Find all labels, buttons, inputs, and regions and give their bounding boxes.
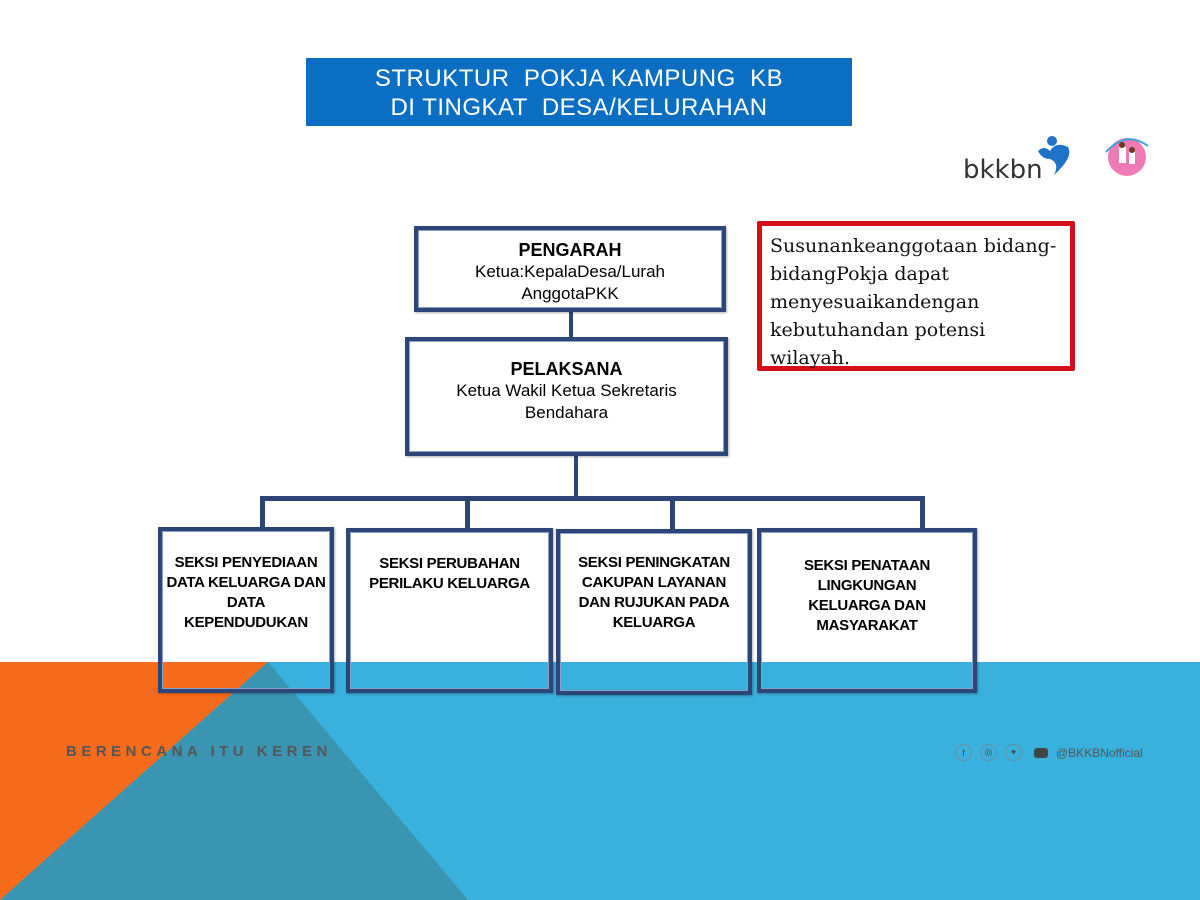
title-line-1: STRUKTUR POKJA KAMPUNG KB [374, 65, 784, 92]
connector-line [465, 496, 470, 530]
connector-line [574, 454, 578, 498]
social-links: f ◎ ✦ @BKKBNofficial [955, 744, 1143, 761]
pengarah-line-2: AnggotaPKK [521, 284, 619, 303]
social-handle[interactable]: @BKKBNofficial [1056, 745, 1143, 760]
stunting-badge-logo [1105, 138, 1149, 176]
connector-line [670, 496, 675, 530]
pengarah-line-1: Ketua:KepalaDesa/Lurah [475, 262, 665, 281]
pelaksana-line-1: Ketua Wakil Ketua Sekretaris [456, 381, 677, 400]
slide-title: STRUKTUR POKJA KAMPUNG KB DI TINGKAT DES… [306, 58, 852, 126]
facebook-icon[interactable]: f [955, 744, 972, 761]
connector-line [260, 496, 265, 532]
note-box: Susunankeanggotaan bidang-bidangPokja da… [757, 221, 1075, 371]
connector-horizontal [260, 496, 925, 501]
pengarah-box: PENGARAH Ketua:KepalaDesa/Lurah AnggotaP… [414, 226, 726, 312]
pelaksana-box: PELAKSANA Ketua Wakil Ketua Sekretaris B… [405, 337, 728, 456]
seksi-label: SEKSI PENINGKATAN CAKUPAN LAYANAN DAN RU… [578, 554, 730, 631]
connector-line [569, 311, 573, 339]
pengarah-heading: PENGARAH [518, 240, 622, 260]
teal-triangle [0, 662, 468, 900]
bkkbn-logo: bkkbn [963, 136, 1070, 183]
twitter-icon[interactable]: ✦ [1005, 744, 1022, 761]
seksi-box-peningkatan-cakupan: SEKSI PENINGKATAN CAKUPAN LAYANAN DAN RU… [556, 529, 752, 695]
connector-line [920, 496, 925, 530]
pelaksana-line-2: Bendahara [524, 403, 609, 422]
seksi-box-perubahan-perilaku: SEKSI PERUBAHAN PERILAKU KELUARGA [346, 528, 553, 693]
instagram-icon[interactable]: ◎ [980, 744, 997, 761]
seksi-box-penataan-lingkungan: SEKSI PENATAAN LINGKUNGAN KELUARGA DAN M… [757, 528, 977, 693]
seksi-label: SEKSI PERUBAHAN PERILAKU KELUARGA [369, 555, 530, 592]
footer-tagline: BERENCANA ITU KEREN [66, 743, 332, 760]
youtube-icon[interactable] [1034, 747, 1048, 758]
svg-text:bkkbn: bkkbn [963, 155, 1043, 183]
seksi-label: SEKSI PENYEDIAAN DATA KELUARGA DAN DATA … [166, 554, 326, 631]
seksi-label: SEKSI PENATAAN LINGKUNGAN KELUARGA DAN M… [803, 557, 931, 634]
seksi-box-penyediaan-data: SEKSI PENYEDIAAN DATA KELUARGA DAN DATA … [158, 527, 334, 693]
title-line-2: DI TINGKAT DESA/KELURAHAN [390, 94, 768, 121]
pelaksana-heading: PELAKSANA [510, 359, 623, 379]
